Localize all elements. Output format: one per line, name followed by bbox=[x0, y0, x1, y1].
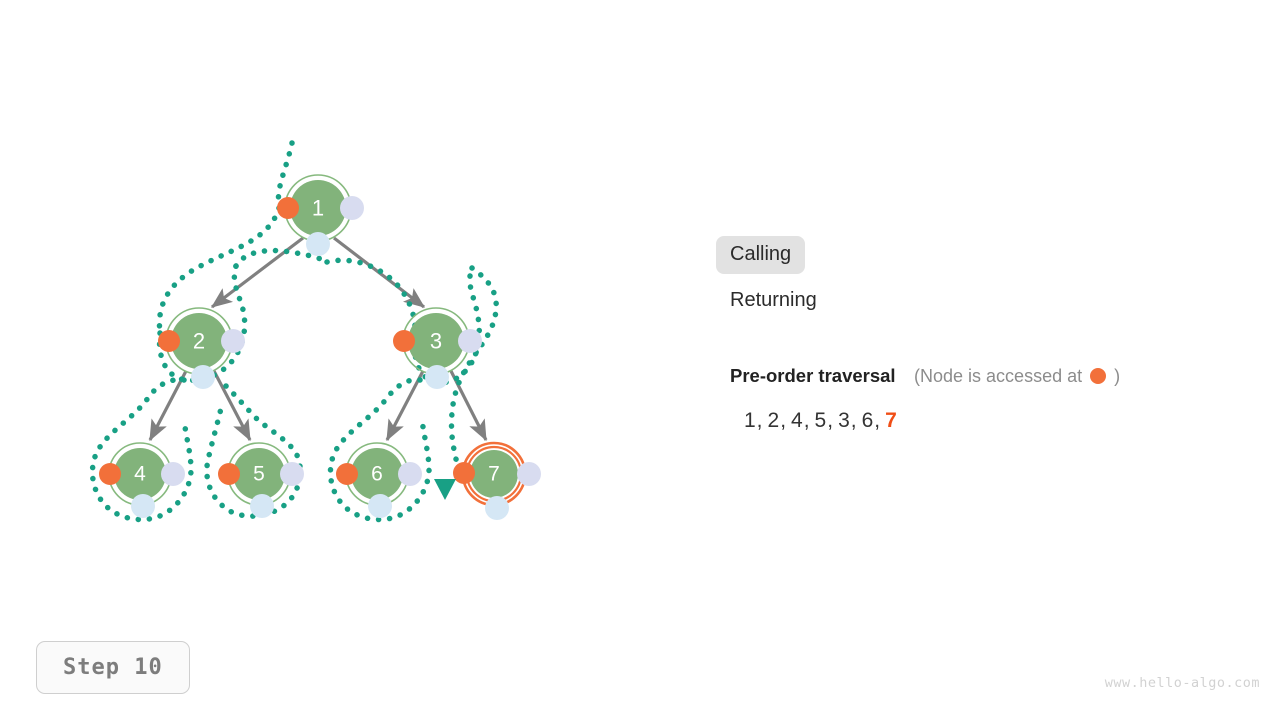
tree-nodes: 1 2 3 4 bbox=[99, 174, 541, 520]
traversal-sequence: 1,2,4,5,3,6,7 bbox=[744, 409, 1250, 433]
binary-tree-diagram: 1 2 3 4 bbox=[89, 140, 541, 523]
path-segment-1-to-3 bbox=[324, 257, 418, 338]
path-segment-4-loop bbox=[89, 376, 194, 523]
traversal-panel: Pre-order traversal (Node is accessed at… bbox=[730, 365, 1250, 433]
legend-row-returning: Returning bbox=[730, 282, 1250, 320]
node-1-blue-dot bbox=[306, 232, 330, 256]
path-segment-7-approach bbox=[448, 265, 499, 473]
node-7-lavender-dot bbox=[517, 462, 541, 486]
node-2-lavender-dot bbox=[221, 329, 245, 353]
path-segment-2-lobe-right bbox=[233, 247, 330, 269]
node-5-lavender-dot bbox=[280, 462, 304, 486]
node-1-access-dot bbox=[277, 197, 299, 219]
node-4-circle bbox=[114, 448, 166, 500]
legend-returning-chip[interactable]: Returning bbox=[730, 289, 817, 311]
traversal-note: (Node is accessed at ) bbox=[914, 366, 1120, 387]
node-4-access-dot bbox=[99, 463, 121, 485]
node-1-lavender-dot bbox=[340, 196, 364, 220]
node-4-lavender-dot bbox=[161, 462, 185, 486]
node-2-circle bbox=[171, 313, 227, 369]
node-5-circle bbox=[233, 448, 285, 500]
traversal-token-2: 2, bbox=[767, 409, 788, 432]
traversal-note-prefix: (Node is accessed at bbox=[914, 365, 1083, 386]
node-1-label: 1 bbox=[312, 196, 324, 221]
legend-calling-chip[interactable]: Calling bbox=[716, 236, 806, 274]
edge-3-7 bbox=[449, 370, 488, 442]
node-3-access-dot bbox=[393, 330, 415, 352]
node-1-circle bbox=[290, 180, 346, 236]
tree-node-6[interactable]: 6 bbox=[336, 442, 422, 518]
node-6-circle bbox=[351, 448, 403, 500]
node-7-access-dot bbox=[453, 462, 475, 484]
legend-row-calling: Calling bbox=[716, 236, 1250, 274]
edge-2-4 bbox=[148, 370, 188, 442]
path-segment-5-loop bbox=[204, 383, 303, 519]
watermark: www.hello-algo.com bbox=[1104, 675, 1260, 691]
down-triangle-marker-icon bbox=[434, 479, 456, 500]
traversal-token-4: 4, bbox=[791, 409, 811, 432]
node-2-blue-dot bbox=[191, 365, 215, 389]
traversal-token-7: 7 bbox=[885, 409, 898, 432]
node-7-label: 7 bbox=[488, 463, 500, 486]
node-4-label: 4 bbox=[134, 463, 146, 486]
node-5-blue-dot bbox=[250, 494, 274, 518]
legend-panel: Calling Returning bbox=[716, 236, 1250, 328]
edge-3-6 bbox=[385, 370, 425, 442]
node-2-label: 2 bbox=[193, 329, 205, 354]
orange-dot-icon bbox=[1090, 367, 1107, 384]
traversal-token-5: 5, bbox=[814, 409, 835, 432]
recursion-path bbox=[89, 140, 499, 523]
traversal-header: Pre-order traversal (Node is accessed at… bbox=[730, 365, 1250, 387]
tree-node-5[interactable]: 5 bbox=[218, 442, 304, 518]
edge-2-5 bbox=[212, 370, 252, 442]
traversal-token-3: 3, bbox=[838, 409, 858, 432]
tree-node-7[interactable]: 7 bbox=[453, 441, 541, 520]
node-6-label: 6 bbox=[371, 463, 383, 486]
node-5-access-dot bbox=[218, 463, 240, 485]
node-5-label: 5 bbox=[253, 463, 265, 486]
tree-node-4[interactable]: 4 bbox=[99, 442, 185, 518]
node-7-circle bbox=[470, 450, 518, 498]
node-3-lavender-dot bbox=[458, 329, 482, 353]
path-segment-around-2 bbox=[156, 263, 248, 383]
traversal-token-6: 6, bbox=[861, 409, 882, 432]
node-6-lavender-dot bbox=[398, 462, 422, 486]
node-6-access-dot bbox=[336, 463, 358, 485]
edge-1-2 bbox=[210, 236, 304, 309]
node-3-circle bbox=[408, 313, 464, 369]
tree-node-1[interactable]: 1 bbox=[277, 174, 364, 256]
node-6-blue-dot bbox=[368, 494, 392, 518]
tree-node-3[interactable]: 3 bbox=[393, 307, 482, 389]
step-badge: Step 10 bbox=[36, 641, 190, 694]
node-2-access-dot bbox=[158, 330, 180, 352]
node-3-label: 3 bbox=[430, 329, 442, 354]
node-7-blue-dot bbox=[485, 496, 509, 520]
node-4-blue-dot bbox=[131, 494, 155, 518]
traversal-title: Pre-order traversal bbox=[730, 365, 896, 386]
path-segment-root-entry bbox=[275, 140, 295, 208]
tree-node-2[interactable]: 2 bbox=[158, 307, 245, 389]
traversal-note-suffix: ) bbox=[1114, 365, 1121, 386]
node-3-blue-dot bbox=[425, 365, 449, 389]
traversal-token-1: 1, bbox=[744, 409, 764, 432]
